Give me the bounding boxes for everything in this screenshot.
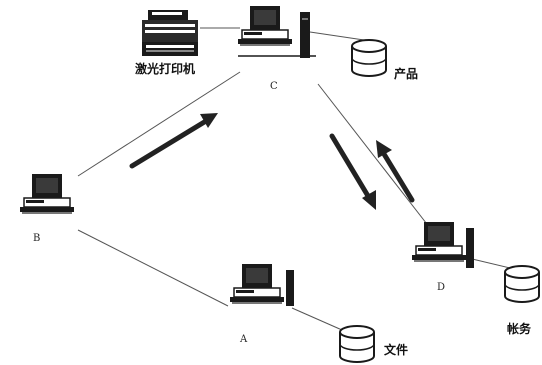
link-a-file (292, 308, 342, 330)
account-label: 帐务 (507, 321, 532, 336)
arrow-d-to-c (376, 140, 412, 200)
laser-printer-icon (142, 10, 198, 56)
node-c-label: C (270, 81, 278, 92)
arrow-c-to-d (332, 136, 376, 210)
computer-d-icon (412, 222, 474, 268)
computer-c-icon (238, 6, 316, 58)
product-label: 产品 (394, 66, 418, 81)
printer-label: 激光打印机 (135, 61, 195, 76)
account-database-icon (505, 266, 539, 302)
link-b-c (78, 72, 240, 176)
product-database-icon (352, 40, 386, 76)
node-d-label: D (437, 282, 445, 293)
computer-a-icon (230, 264, 294, 306)
computer-b-icon (20, 174, 74, 214)
link-c-product (310, 32, 364, 40)
arrow-b-to-c (132, 113, 218, 166)
link-d-account (468, 258, 510, 268)
link-b-a (78, 230, 228, 306)
flow-arrows (132, 113, 412, 210)
file-database-icon (340, 326, 374, 362)
node-a-label: A (239, 334, 248, 345)
node-b-label: B (33, 233, 40, 244)
file-label: 文件 (384, 342, 408, 357)
